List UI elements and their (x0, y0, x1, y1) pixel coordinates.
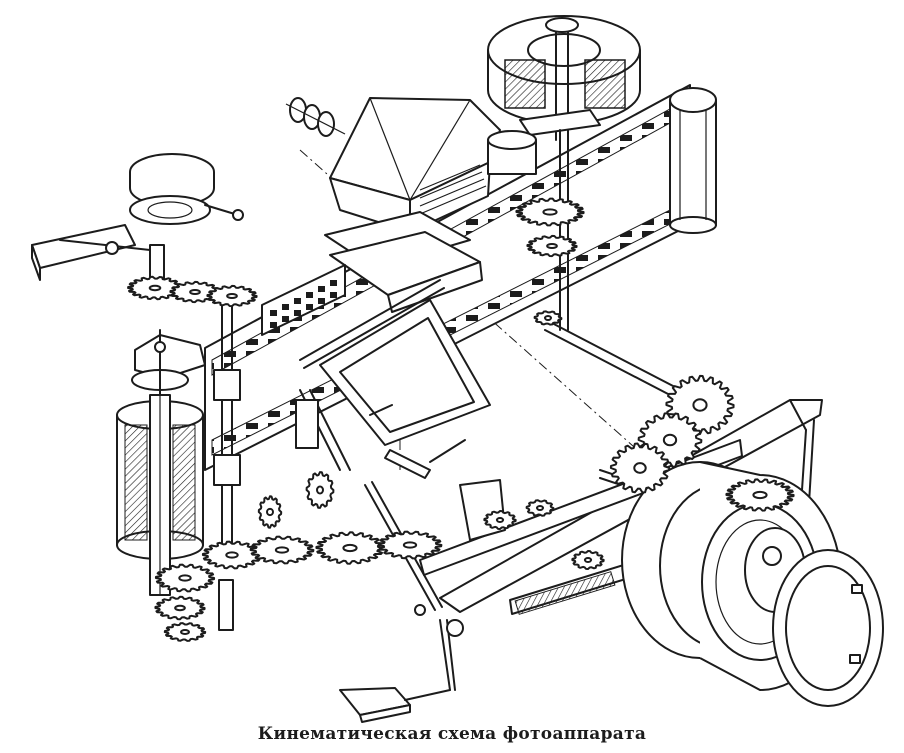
gear-hub-13 (402, 541, 418, 549)
gear-hub-17 (266, 507, 274, 517)
focusing-screen (324, 211, 483, 313)
shutter-speed-dial (487, 15, 641, 141)
left-bracket (31, 224, 151, 281)
gear-hub-1 (148, 284, 162, 292)
top-left-dial (129, 153, 244, 225)
gear-hub-11 (274, 546, 290, 554)
gear-train (127, 197, 795, 642)
gear-hub-19 (495, 517, 505, 523)
vertical-drive-shaft (213, 299, 241, 631)
cam-assembly (131, 329, 206, 401)
gear-hub-4 (542, 208, 558, 216)
film-cassette (116, 394, 204, 596)
gear-hub-7 (692, 398, 708, 412)
reflex-mirror (299, 279, 491, 446)
gear-hub-2 (189, 289, 201, 295)
take-up-spool (669, 87, 717, 234)
gear-hub-14 (178, 574, 192, 582)
gear-hub-18 (316, 485, 324, 495)
gear-hub-6 (544, 315, 552, 321)
shutter-release-lever (339, 604, 464, 723)
frame-counter (261, 264, 346, 336)
eyepiece-lenses (285, 97, 346, 137)
gear-hub-15 (174, 604, 186, 612)
diagram-caption: Кинематическая схема фотоаппарата (257, 724, 647, 744)
gear-hub-5 (546, 243, 558, 249)
linkage-levers (295, 389, 506, 611)
gear-hub-20 (536, 505, 544, 511)
gear-hub-10 (225, 551, 239, 559)
gear-hub-9 (633, 462, 647, 474)
gear-hub-21 (752, 490, 768, 500)
gear-hub-22 (583, 557, 593, 563)
gear-hub-12 (342, 543, 358, 553)
light-meter-cell (487, 130, 537, 175)
aperture-ring (772, 549, 884, 707)
gear-hub-3 (226, 293, 238, 299)
pentaprism (329, 97, 501, 233)
gear-hub-16 (180, 629, 190, 635)
gear-hub-8 (662, 433, 678, 447)
